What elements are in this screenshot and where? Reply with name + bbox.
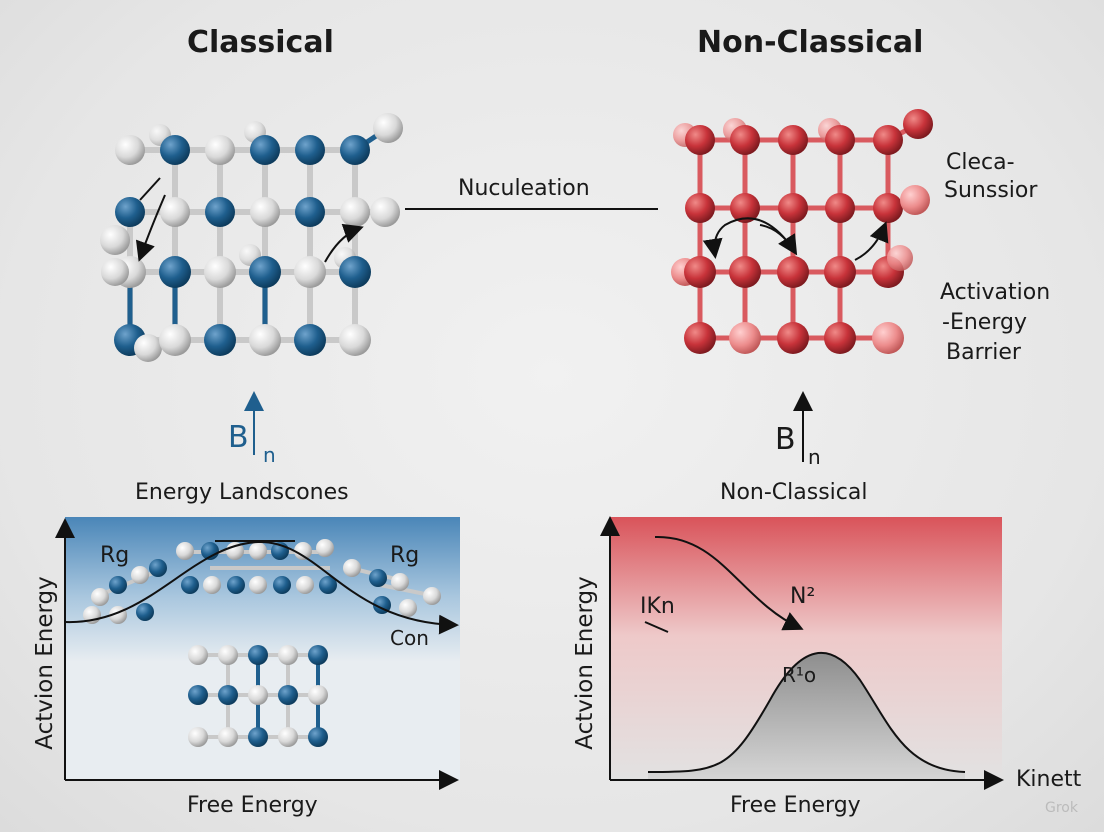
- side-label-top-1: Cleca-: [946, 150, 1015, 175]
- left-x-axis-label: Free Energy: [187, 793, 318, 818]
- right-energy-panel: [600, 516, 1004, 790]
- side-label-bottom-2: -Energy: [942, 310, 1027, 335]
- nonclassical-title: Non-Classical: [697, 25, 924, 60]
- right-y-axis-label: Actvion Energy: [572, 576, 598, 750]
- left-tag-con: Con: [390, 626, 429, 650]
- right-tag-ikn: IKn: [640, 594, 675, 619]
- left-arrow-b: B: [228, 420, 249, 455]
- grok-watermark: Grok: [1045, 800, 1078, 816]
- nonclassical-lattice: [671, 109, 933, 354]
- right-x-axis-label: Free Energy: [730, 793, 861, 818]
- left-tag-rg-2: Rg: [390, 543, 420, 568]
- left-energy-panel: [55, 517, 460, 790]
- left-y-axis-label: Actvion Energy: [32, 576, 58, 750]
- side-label-bottom-1: Activation: [940, 280, 1051, 305]
- classical-lattice: [100, 113, 403, 362]
- classical-title: Classical: [187, 25, 334, 60]
- nucleation-label: Nuculeation: [458, 176, 590, 201]
- left-panel-caption: Energy Landscones: [135, 480, 349, 505]
- left-tag-rg-1: Rg: [100, 543, 130, 568]
- right-axis-end-label: Kinett: [1016, 767, 1082, 792]
- right-panel-caption: Non-Classical: [720, 480, 868, 505]
- right-arrow-b: B: [775, 422, 796, 457]
- right-arrow-n: n: [808, 445, 821, 469]
- right-tag-r1o: R¹o: [782, 663, 817, 687]
- left-arrow-n: n: [263, 443, 276, 467]
- side-label-bottom-3: Barrier: [946, 340, 1021, 365]
- right-tag-n2: N²: [790, 584, 816, 609]
- side-label-top-2: Sunssior: [944, 178, 1038, 203]
